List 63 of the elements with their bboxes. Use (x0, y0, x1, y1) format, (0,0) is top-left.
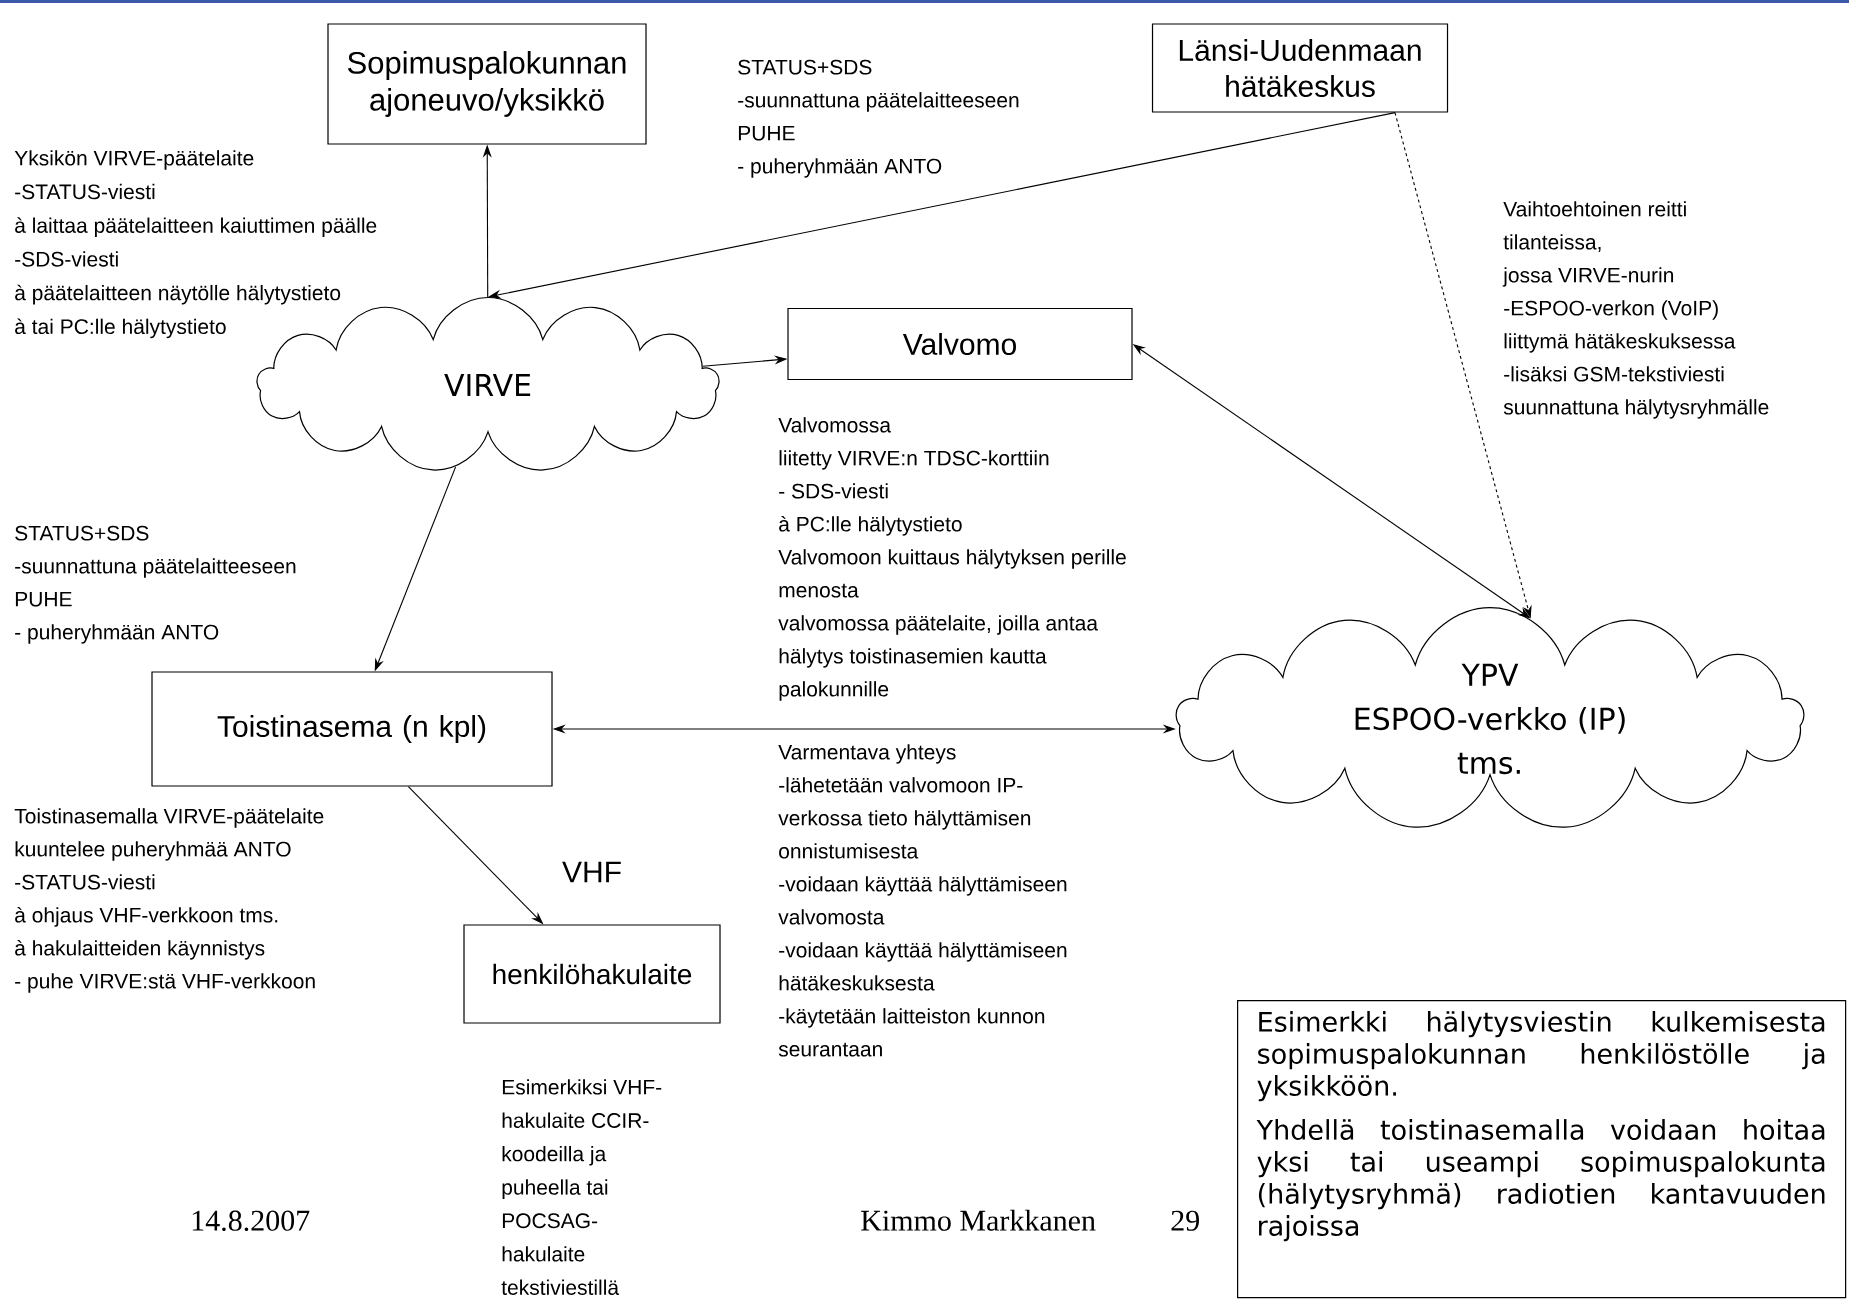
annotation-text: liittymä hätäkeskuksessa (1504, 333, 1736, 353)
annotation-text: Toistinasemalla VIRVE-päätelaite (14, 808, 324, 828)
annotation-text: Vaihtoehtoinen reitti (1503, 201, 1686, 217)
process-box: henkilöhakulaite (463, 924, 721, 1024)
process-box: Valvomo (787, 307, 1133, 381)
annotation-text: -lähetetään valvomoon IP- (779, 777, 1023, 793)
annotation-text: puheella tai (502, 1179, 608, 1199)
edge-label: VHF (560, 859, 624, 885)
annotation-text: -voidaan käyttää hälyttämiseen (779, 942, 1067, 962)
annotation-text: Yksikön VIRVE-päätelaite (14, 150, 254, 170)
annotation-text: Varmentava yhteys (778, 744, 956, 764)
annotation-text: Esimerkiksi VHF- (502, 1079, 662, 1095)
annotation-text: à hakulaitteiden käynnistys (15, 939, 265, 960)
network-cloud: YPV ESPOO-verkko (IP) tms. (1175, 607, 1805, 828)
annotation-text: jossa VIRVE-nurin (1502, 267, 1674, 287)
annotation-text: liitetty VIRVE:n TDSC-korttiin (779, 450, 1049, 470)
annotation-text: à tai PC:lle hälytystieto (15, 318, 226, 339)
annotation-text: PUHE (15, 591, 72, 607)
process-box: Sopimuspalokunnan ajoneuvo/yksikkö (327, 23, 647, 145)
annotation-text: Valvomoon kuittaus hälytyksen perille (778, 549, 1126, 569)
annotation-text: POCSAG- (502, 1213, 598, 1229)
annotation-text: hakulaite (502, 1246, 585, 1262)
annotation-text: -lisäksi GSM-tekstiviesti (1504, 366, 1724, 382)
annotation-text: tekstiviestillä (501, 1279, 620, 1295)
annotation-text: suunnattuna hälytysryhmälle (1503, 399, 1769, 419)
annotation-text: kuuntelee puheryhmää ANTO (15, 841, 291, 861)
process-box: Toistinasema (n kpl) (151, 671, 553, 787)
annotation-text: -STATUS-viesti (15, 874, 155, 890)
annotation-text: -STATUS-viesti (15, 183, 155, 200)
annotation-text: hälytys toistinasemien kautta (779, 648, 1047, 668)
annotation-text: -suunnattuna päätelaitteeseen (15, 558, 296, 578)
annotation-text: à laittaa päätelaitteen kaiuttimen päälle (15, 217, 377, 238)
annotation-text: onnistumisesta (779, 843, 919, 859)
annotation-text: STATUS+SDS (738, 59, 872, 75)
annotation-text: - puhe VIRVE:stä VHF-verkkoon (15, 973, 315, 993)
annotation-text: -SDS-viesti (15, 251, 118, 267)
annotation-text: menosta (779, 583, 859, 598)
annotation-text: seurantaan (778, 1042, 882, 1057)
annotation-text: PUHE (738, 125, 795, 141)
annotation-text: hakulaite CCIR- (502, 1112, 649, 1128)
annotation-text: à PC:lle hälytystieto (779, 515, 962, 536)
date-text: 14.8.2007 (192, 1210, 310, 1231)
annotation-text: STATUS+SDS (15, 525, 149, 541)
annotation-text: Valvomossa (778, 417, 892, 433)
note-box: Esimerkki hälytysviestin kulkemisesta sopimuspalokunnan henkilöstölle ja yksikköön. Yhdellä toistinasemalla voidaan hoitaa yksi tai useampi sopimuspalokunta (hälytysryhmä) radiotien kantavuuden rajoissa (1237, 1000, 1847, 1299)
annotation-text: - puheryhmään ANTO (15, 624, 219, 644)
annotation-text: palokunnille (779, 681, 889, 701)
annotation-text: -voidaan käyttää hälyttämiseen (779, 876, 1067, 896)
annotation-text: hätäkeskuksesta (779, 975, 935, 991)
page-number: 29 (1171, 1210, 1199, 1231)
annotation-text: valvomosta (778, 909, 885, 925)
annotation-text: - SDS-viesti (779, 483, 888, 499)
annotation-text: à ohjaus VHF-verkkoon tms. (15, 906, 278, 927)
annotation-text: -käytetään laitteiston kunnon (779, 1008, 1045, 1028)
annotation-text: koodeilla ja (502, 1145, 607, 1166)
annotation-text: valvomossa päätelaite, joilla antaa (778, 615, 1098, 635)
annotation-text: verkossa tieto hälyttämisen (778, 810, 1031, 830)
process-box: Länsi-Uudenmaan hätäkeskus (1151, 23, 1449, 113)
annotation-text: - puheryhmään ANTO (738, 158, 942, 178)
annotation-text: -suunnattuna päätelaitteeseen (738, 92, 1019, 112)
author-name: Kimmo Markkanen (861, 1209, 1096, 1231)
annotation-text: tilanteissa, (1503, 234, 1601, 253)
annotation-text: -ESPOO-verkon (VoIP) (1504, 300, 1718, 320)
